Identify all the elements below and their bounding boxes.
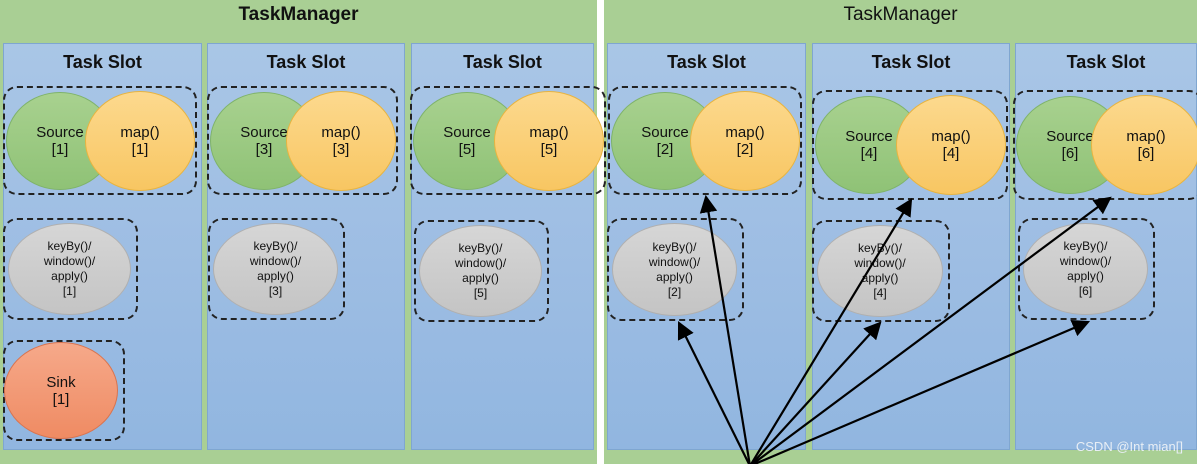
map-label: map() [1126,128,1166,145]
keyby-line: window()/ [648,254,701,269]
keyby-window-apply-operator-1: keyBy()/window()/apply()[1] [8,223,131,315]
task-slot-title: Task Slot [871,52,951,72]
sink-index: [1] [52,390,70,408]
source-index: [6] [1061,145,1079,162]
keyby-line: [1] [62,284,77,298]
source-label: Source [443,123,491,141]
keyby-line: window()/ [43,254,96,268]
keyby-line: [3] [268,284,283,298]
keyby-box [208,218,345,320]
source-label: Source [641,123,689,141]
sink-operator-1: Sink[1] [4,342,118,439]
map-label: map() [725,123,765,141]
task-slot-title: Task Slot [266,52,346,72]
map-operator-1: map()[1] [85,90,195,191]
source-map-chain-box [608,86,802,195]
source-map-chain-box [207,86,398,195]
keyby-line: keyBy()/ [857,241,902,255]
map-label: map() [321,123,361,141]
source-map-chain-box [410,86,606,195]
keyby-line: apply() [257,269,294,283]
keyby-window-apply-operator-4: keyBy()/window()/apply()[4] [817,225,943,317]
map-operator-5: map()[5] [494,90,604,191]
task-slot-title: Task Slot [463,52,542,72]
keyby-window-apply-operator-2: keyBy()/window()/apply()[2] [612,223,737,316]
map-label: map() [931,128,971,145]
keyby-line: window()/ [1059,254,1112,268]
source-index: [4] [860,145,878,162]
source-label: Source [845,128,893,145]
source-map-chain-box [3,86,197,195]
source-index: [5] [458,140,476,158]
map-index: [2] [736,140,754,158]
keyby-box [3,218,138,320]
map-index: [4] [942,145,960,162]
taskmanager-title: TaskManager [843,4,958,25]
keyby-line: keyBy()/ [458,241,503,255]
keyby-line: keyBy()/ [652,239,697,254]
watermark: CSDN @Int mian[] [1075,439,1183,454]
keyby-line: window()/ [454,256,507,270]
map-index: [6] [1137,145,1155,162]
keyby-window-apply-operator-3: keyBy()/window()/apply()[3] [213,223,338,315]
keyby-window-apply-operator-6: keyBy()/window()/apply()[6] [1023,223,1148,315]
keyby-line: [4] [873,286,887,300]
keyby-line: [2] [667,284,682,299]
keyby-line: apply() [1067,269,1104,283]
source-label: Source [1046,128,1094,145]
sink-label: Sink [46,373,76,391]
source-index: [2] [656,140,674,158]
source-operator-5: Source[5] [413,91,521,190]
source-index: [3] [255,140,273,158]
map-index: [5] [540,140,558,158]
keyby-line: keyBy()/ [1063,239,1108,253]
map-index: [3] [332,140,350,158]
source-label: Source [240,123,288,141]
keyby-line: keyBy()/ [47,239,92,253]
map-operator-3: map()[3] [286,90,396,191]
map-operator-4: map()[4] [896,95,1006,195]
keyby-line: apply() [51,269,88,283]
map-label: map() [120,123,160,141]
keyby-line: window()/ [854,256,906,270]
keyby-line: keyBy()/ [253,239,298,253]
map-label: map() [529,123,569,141]
keyby-box [414,220,549,322]
map-operator-2: map()[2] [690,90,800,191]
task-slot-title: Task Slot [63,52,142,72]
source-operator-1: Source[1] [6,91,114,190]
keyby-line: [5] [473,286,488,300]
task-slot-title: Task Slot [1066,52,1146,72]
task-slot-title: Task Slot [667,52,746,72]
source-index: [1] [51,140,69,158]
keyby-line: window()/ [249,254,302,268]
source-label: Source [36,123,84,141]
map-operator-6: map()[6] [1091,95,1197,195]
keyby-line: [6] [1078,284,1093,298]
taskmanager-title: TaskManager [238,4,359,25]
keyby-line: apply() [861,271,899,285]
keyby-line: apply() [462,271,499,285]
keyby-window-apply-operator-5: keyBy()/window()/apply()[5] [419,225,542,317]
keyby-line: apply() [656,269,693,284]
map-index: [1] [131,140,149,158]
